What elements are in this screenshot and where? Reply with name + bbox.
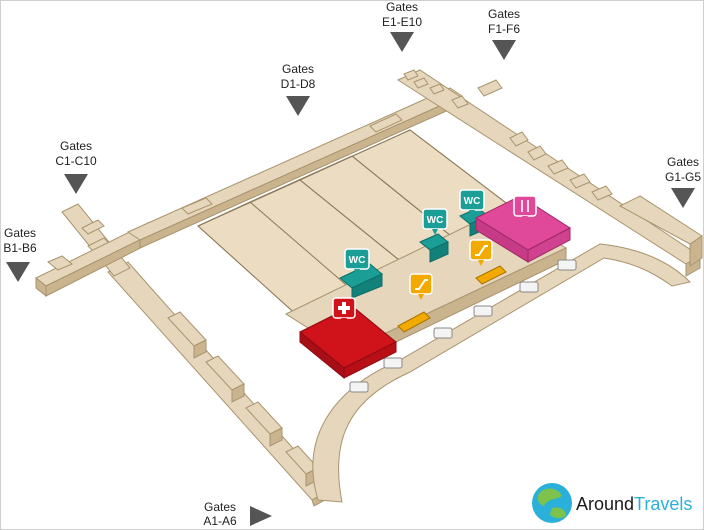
gate-g[interactable]: Gates G1-G5	[665, 155, 701, 208]
gate-arrow-icon	[492, 40, 516, 60]
gate-arrow-icon	[6, 262, 30, 282]
gate-d-line2: D1-D8	[281, 77, 316, 91]
gate-e-line2: E1-E10	[382, 15, 422, 29]
gate-arrow-icon	[390, 32, 414, 52]
svg-text:AroundTravels: AroundTravels	[576, 494, 692, 514]
gate-c[interactable]: Gates C1-C10	[55, 139, 97, 194]
wc-icon: WC	[464, 196, 481, 207]
gate-arrow-icon	[64, 174, 88, 194]
pin-restaurant[interactable]	[513, 195, 537, 222]
gate-arrow-icon	[250, 506, 272, 526]
gate-a-line2: A1-A6	[203, 514, 237, 528]
pin-escalator-1[interactable]	[409, 273, 433, 300]
gate-d-line1: Gates	[282, 62, 314, 76]
first-aid-block	[299, 305, 397, 380]
brand-part2: Travels	[634, 494, 692, 514]
gate-b-line1: Gates	[4, 226, 36, 240]
gate-f-line2: F1-F6	[488, 22, 520, 36]
concourse-a	[107, 261, 333, 507]
wc-icon: WC	[349, 255, 366, 266]
pin-escalator-2[interactable]	[469, 239, 493, 266]
cars	[349, 259, 577, 393]
car-icon	[473, 305, 493, 317]
wc-icon: WC	[427, 215, 444, 226]
car-icon	[433, 327, 453, 339]
gate-c-line2: C1-C10	[55, 154, 97, 168]
gate-b[interactable]: Gates B1-B6	[3, 226, 37, 282]
gate-f-line1: Gates	[488, 7, 520, 21]
gate-arrow-icon	[671, 188, 695, 208]
gate-e-line1: Gates	[386, 0, 418, 14]
gate-g-line1: Gates	[667, 155, 699, 169]
pin-wc-2[interactable]: WC	[422, 208, 448, 235]
escalator-icon	[475, 245, 488, 256]
curbside-road	[312, 243, 691, 503]
restaurant-block	[474, 195, 571, 263]
car-icon	[557, 259, 577, 271]
pin-wc-3[interactable]: WC	[459, 189, 485, 216]
pier-efg	[396, 69, 703, 277]
gate-e[interactable]: Gates E1-E10	[382, 0, 422, 52]
escalator-icon	[415, 279, 428, 290]
pier-b	[35, 221, 161, 298]
car-icon	[349, 381, 369, 393]
gate-g-line2: G1-G5	[665, 170, 701, 184]
gate-a-line1: Gates	[204, 500, 236, 514]
brand-part1: Around	[576, 494, 634, 514]
restaurant-icon	[521, 200, 529, 212]
gate-arrow-icon	[286, 96, 310, 116]
gate-b-line2: B1-B6	[3, 241, 37, 255]
escalators	[397, 265, 507, 333]
gate-d[interactable]: Gates D1-D8	[281, 62, 316, 116]
gate-f[interactable]: Gates F1-F6	[488, 7, 520, 60]
car-icon	[383, 357, 403, 369]
car-icon	[519, 281, 539, 293]
gate-a[interactable]: Gates A1-A6	[203, 500, 272, 528]
gate-c-line1: Gates	[60, 139, 92, 153]
pin-wc-1[interactable]: WC	[344, 248, 370, 275]
globe-icon	[532, 483, 572, 523]
brand-logo[interactable]: AroundTravels	[524, 476, 702, 528]
pin-first-aid[interactable]	[332, 297, 356, 324]
